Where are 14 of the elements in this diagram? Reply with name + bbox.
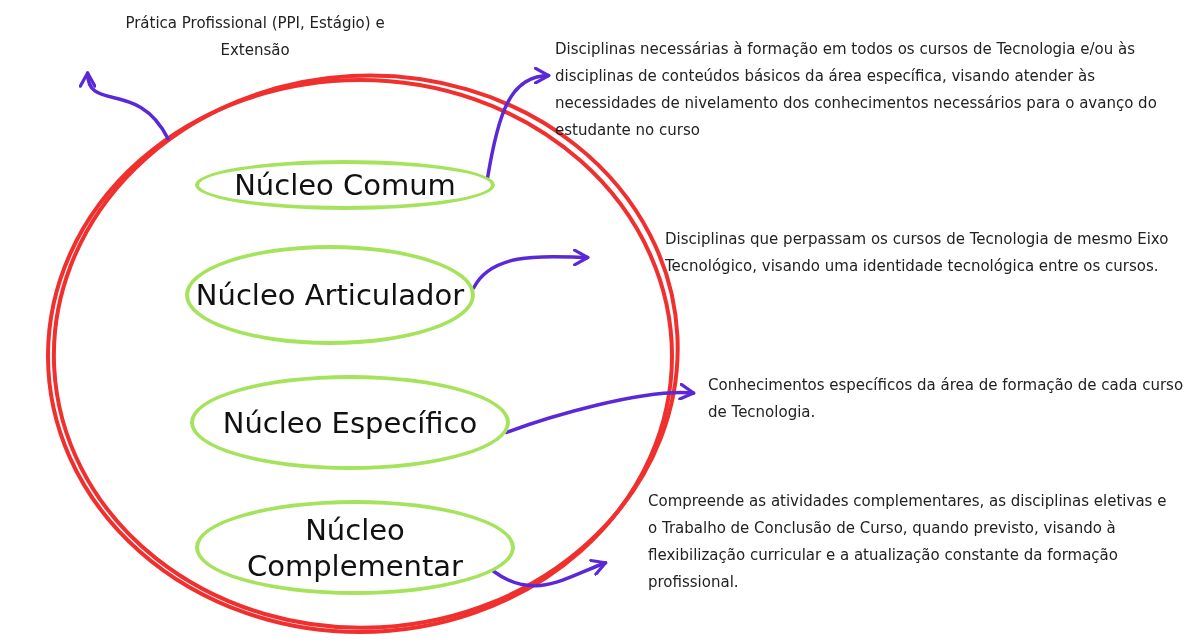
arrow	[485, 67, 551, 179]
ellipse-node: Núcleo Comum	[195, 160, 495, 210]
description-text: Conhecimentos específicos da área de formação de cada curso de Tecnologia.	[708, 372, 1188, 432]
ellipse-node: Núcleo Específico	[190, 375, 510, 470]
description-text: Disciplinas que perpassam os cursos de Tecnologia de mesmo Eixo Tecnológico, visando uma identidade tecnológica entre os cursos.	[665, 226, 1180, 316]
arrow	[491, 559, 608, 588]
description-text: Compreende as atividades complementares, as disciplinas eletivas e o Trabalho de Conclusão de Curso, quando previsto, visando à flexibilização curricular e a atualização constante da formação profissional.	[648, 488, 1178, 603]
arrow	[80, 71, 170, 141]
arrow	[504, 383, 696, 435]
ellipse-node: Núcleo Articulador	[185, 245, 475, 345]
arrow	[471, 248, 590, 290]
note-text: Prática Profissional (PPI, Estágio) e Extensão	[120, 10, 390, 70]
ellipse-node: Núcleo Complementar	[195, 500, 515, 595]
description-text: Disciplinas necessárias à formação em todos os cursos de Tecnologia e/ou às disciplinas de conteúdos básicos da área específica, visando atender às necessidades de nivelamento dos conhecimentos necessários para o avanço do estudante no curso	[555, 36, 1185, 156]
